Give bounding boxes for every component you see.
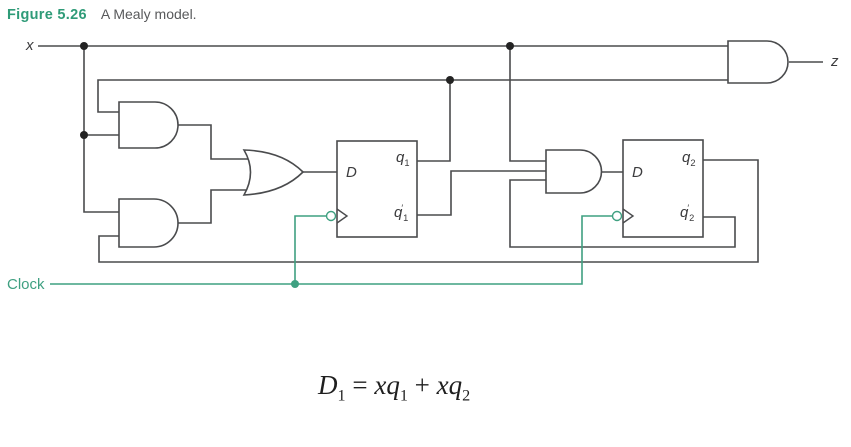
junction-left-branch [80, 131, 88, 139]
ff2-q-label: q2 [682, 149, 696, 168]
wire-and1-to-or [178, 124, 252, 160]
wire-q2-feedback [98, 159, 759, 263]
flip-flop-2-box [622, 139, 704, 238]
figure-header: Figure 5.26 A Mealy model. [7, 6, 197, 24]
ff2-clock-triangle [622, 208, 635, 224]
ff2-clock-bubble [611, 210, 623, 222]
clock-label: Clock [7, 276, 45, 293]
ff1-d-label: D [346, 164, 357, 181]
junction-x-right [506, 42, 514, 50]
junction-clock [291, 280, 299, 288]
circuit-diagram [38, 40, 823, 288]
and-gate-2 [118, 198, 179, 248]
equation-d1: D1 = xq1 + xq2 [318, 370, 471, 405]
wire-clock-branch-ff1 [294, 215, 326, 284]
wire-x-left-branch [83, 46, 119, 213]
ff1-clock-triangle [336, 208, 349, 224]
wire-q1not-to-and3 [417, 170, 546, 216]
figure-caption: A Mealy model. [100, 6, 197, 22]
wire-clock-main [50, 215, 612, 285]
wire-x-feedback-row [97, 79, 728, 113]
wire-x-branch-to-and3 [509, 46, 546, 162]
wire-q2not-feedback [509, 179, 736, 248]
equations-block: D1 = xq1 + xq2 D2 = xq′1q′2 z = xq1 [318, 308, 470, 447]
and-gate-3 [545, 149, 603, 194]
or-gate [242, 149, 305, 196]
ff2-qnot-label: q′2 [680, 203, 695, 223]
wire-and2-to-or [178, 189, 252, 224]
ff1-clock-bubble [325, 210, 337, 222]
figure-number: Figure 5.26 [7, 7, 87, 23]
flip-flop-1-box [336, 140, 418, 238]
and-gate-4-output [727, 40, 789, 84]
and-gate-1 [118, 101, 179, 149]
junction-x-left [80, 42, 88, 50]
output-z-label: z [831, 53, 839, 70]
ff2-d-label: D [632, 164, 643, 181]
ff1-qnot-label: q′1 [394, 203, 409, 223]
input-x-label: x [26, 37, 34, 54]
junction-q1-row [446, 76, 454, 84]
ff1-q-label: q1 [396, 149, 410, 168]
wire-q1-up [417, 80, 451, 162]
